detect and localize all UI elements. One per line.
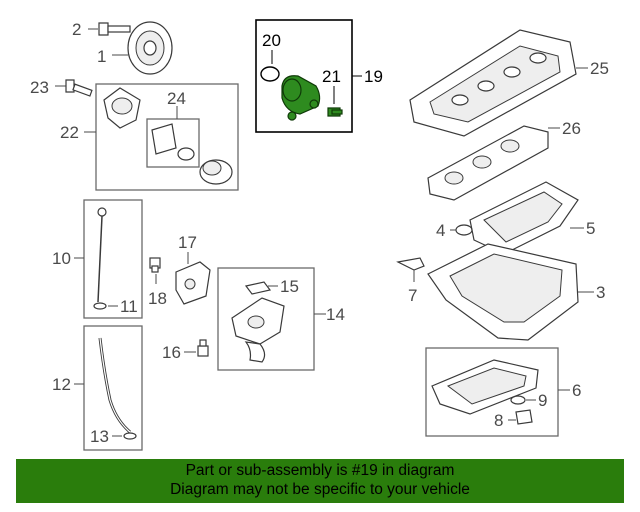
part-3-oil-pan-upper[interactable] xyxy=(427,243,579,341)
callout-8: 8 xyxy=(494,411,503,430)
part-20-o-ring[interactable] xyxy=(260,66,280,82)
part-13-o-ring[interactable] xyxy=(123,432,137,440)
part-11-o-ring[interactable] xyxy=(93,302,107,310)
callout-3: 3 xyxy=(596,283,605,302)
parts-diagram: 2 1 23 22 24 19 20 21 xyxy=(30,19,609,451)
part-7-gasket[interactable] xyxy=(396,257,425,271)
part-14-oil-pump[interactable] xyxy=(231,297,285,363)
group-10-frame xyxy=(83,199,143,319)
group-12-frame xyxy=(83,325,143,451)
callout-19: 19 xyxy=(364,67,383,86)
part-2-bolt[interactable] xyxy=(88,22,131,36)
part-10-dipstick[interactable] xyxy=(97,207,107,303)
callout-26: 26 xyxy=(562,119,581,138)
part-23-bolt[interactable] xyxy=(55,79,93,97)
callout-15: 15 xyxy=(280,277,299,296)
part-17-bracket[interactable] xyxy=(175,261,211,305)
callout-12: 12 xyxy=(52,375,71,394)
group-22-frame xyxy=(95,83,239,191)
part-1-crank-pulley[interactable] xyxy=(112,21,173,75)
part-26-gasket[interactable] xyxy=(427,125,549,201)
group-14-frame xyxy=(217,267,315,371)
callout-16: 16 xyxy=(162,343,181,362)
callout-22: 22 xyxy=(60,123,79,142)
callout-23: 23 xyxy=(30,78,49,97)
callout-1: 1 xyxy=(97,47,106,66)
part-18-bolt[interactable] xyxy=(149,257,161,273)
callout-25: 25 xyxy=(590,59,609,78)
part-24-filter-element[interactable] xyxy=(151,123,195,161)
callout-17: 17 xyxy=(178,233,197,252)
callout-9: 9 xyxy=(538,391,547,410)
part-16-bolt[interactable] xyxy=(197,339,209,357)
callout-2: 2 xyxy=(72,20,81,39)
part-19-oil-filter-housing[interactable] xyxy=(281,75,321,121)
part-22-filter-housing[interactable] xyxy=(103,87,233,185)
callout-21: 21 xyxy=(322,67,341,86)
callout-11: 11 xyxy=(120,297,138,316)
callout-20: 20 xyxy=(262,31,281,50)
callout-5: 5 xyxy=(586,219,595,238)
part-6-oil-pan-lower[interactable] xyxy=(431,359,539,415)
part-8-drain-plug[interactable] xyxy=(515,409,533,425)
group-24-frame xyxy=(146,118,200,168)
part-21-bolt[interactable] xyxy=(327,107,343,117)
group-6-frame xyxy=(425,347,559,437)
part-25-intake-manifold[interactable] xyxy=(409,29,577,137)
banner-line-2: Diagram may not be specific to your vehi… xyxy=(170,481,470,498)
callout-4: 4 xyxy=(436,221,445,240)
part-12-dipstick-tube[interactable] xyxy=(98,337,131,434)
info-banner: Part or sub-assembly is #19 in diagram D… xyxy=(16,459,624,503)
callout-14: 14 xyxy=(326,305,345,324)
part-5-baffle[interactable] xyxy=(469,181,579,255)
callout-10: 10 xyxy=(52,249,71,268)
part-4-o-ring[interactable] xyxy=(455,224,473,236)
callout-24: 24 xyxy=(167,89,186,108)
callout-18: 18 xyxy=(148,289,167,308)
part-9-washer[interactable] xyxy=(510,395,526,405)
banner-line-1: Part or sub-assembly is #19 in diagram xyxy=(185,462,455,479)
part-15-gasket[interactable] xyxy=(244,281,272,295)
callout-13: 13 xyxy=(90,427,109,446)
callout-6: 6 xyxy=(572,381,581,400)
callout-7: 7 xyxy=(408,286,417,305)
